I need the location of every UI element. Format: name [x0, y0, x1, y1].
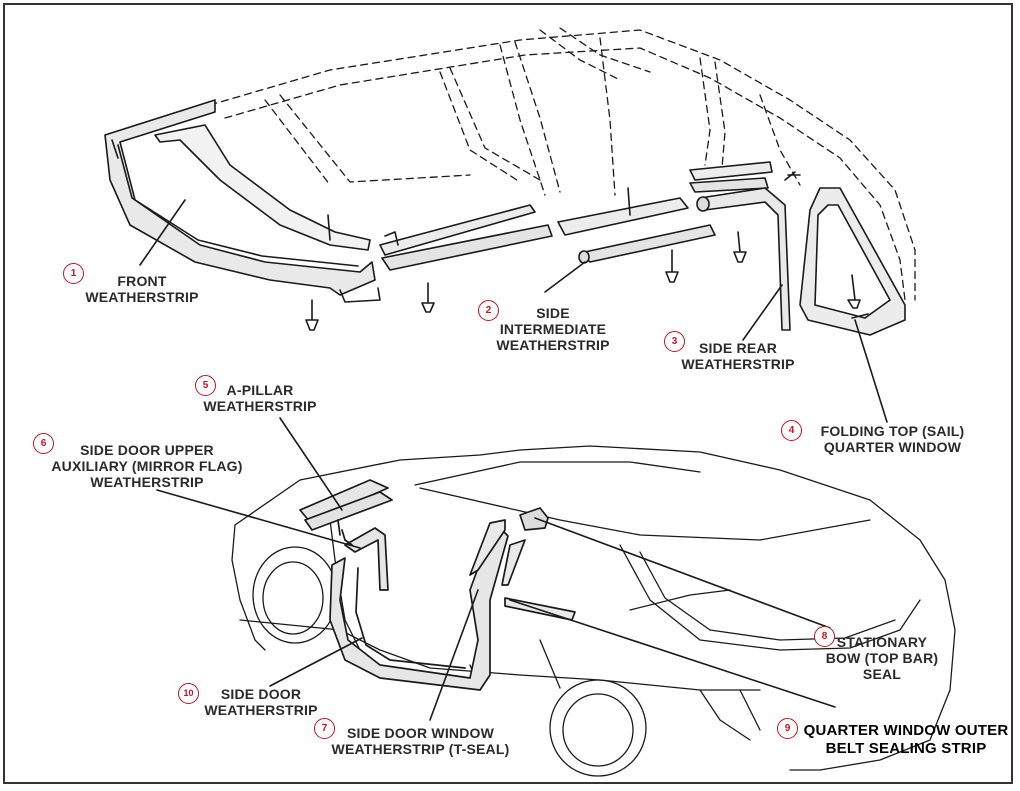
leader-6 — [156, 489, 361, 549]
leader-9 — [509, 599, 836, 708]
callout-6-line-3: WEATHERSTRIP — [90, 474, 204, 490]
leader-4 — [854, 319, 888, 423]
callout-1-line-1: FRONT — [117, 273, 167, 289]
leader-lines — [139, 199, 888, 721]
callout-label-1: FRONT WEATHERSTRIP — [72, 273, 212, 305]
callout-label-5: A-PILLAR WEATHERSTRIP — [200, 382, 320, 414]
leader-1 — [139, 199, 186, 266]
callout-5-line-1: A-PILLAR — [226, 382, 294, 398]
leader-7 — [429, 589, 479, 721]
callout-2-line-2: INTERMEDIATE — [499, 321, 607, 337]
leader-10 — [269, 637, 363, 687]
callout-badge-4: 4 — [781, 420, 802, 441]
callout-badge-9: 9 — [777, 718, 798, 739]
callout-10-line-2: WEATHERSTRIP — [204, 702, 318, 718]
callout-badge-2: 2 — [478, 300, 499, 321]
callout-label-9: QUARTER WINDOW OUTER BELT SEALING STRIP — [802, 722, 1010, 758]
callout-7-line-2: WEATHERSTRIP (T-SEAL) — [331, 741, 510, 757]
callout-6-line-2: AUXILIARY (MIRROR FLAG) — [51, 458, 243, 474]
callout-8-line-2: BOW (TOP BAR) — [825, 650, 939, 666]
callout-badge-10: 10 — [178, 683, 199, 704]
callout-5-line-2: WEATHERSTRIP — [203, 398, 317, 414]
callout-label-10: SIDE DOOR WEATHERSTRIP — [196, 686, 326, 718]
leader-2 — [544, 261, 586, 293]
callout-6-line-1: SIDE DOOR UPPER — [80, 442, 214, 458]
folding-top-frame-outline — [209, 27, 916, 301]
callout-badge-5: 5 — [195, 375, 216, 396]
leader-5 — [279, 417, 343, 511]
callout-badge-7: 7 — [314, 718, 335, 739]
callout-4-line-2: QUARTER WINDOW — [823, 439, 962, 455]
callout-badge-1: 1 — [63, 263, 84, 284]
side-intermediate-weatherstrip-part — [379, 187, 716, 313]
callout-label-4: FOLDING TOP (SAIL) QUARTER WINDOW — [805, 423, 980, 455]
folding-top-quarter-window-part — [799, 187, 906, 336]
leader-8 — [534, 517, 831, 629]
callout-3-line-2: WEATHERSTRIP — [681, 356, 795, 372]
callout-label-7: SIDE DOOR WINDOW WEATHERSTRIP (T-SEAL) — [328, 725, 513, 757]
callout-9-line-2: BELT SEALING STRIP — [825, 740, 987, 757]
callout-4-line-1: FOLDING TOP (SAIL) — [820, 423, 965, 439]
callout-label-3: SIDE REAR WEATHERSTRIP — [668, 340, 808, 372]
side-rear-weatherstrip-part — [689, 161, 801, 331]
callout-label-8: STATIONARY BOW (TOP BAR) SEAL — [822, 634, 942, 682]
diagram-frame — [3, 3, 1013, 784]
callout-badge-8: 8 — [814, 626, 835, 647]
callout-8-line-3: SEAL — [862, 666, 902, 682]
callout-badge-6: 6 — [33, 433, 54, 454]
callout-9-line-1: QUARTER WINDOW OUTER — [803, 722, 1009, 739]
callout-8-line-1: STATIONARY — [836, 634, 928, 650]
callout-label-6: SIDE DOOR UPPER AUXILIARY (MIRROR FLAG) … — [42, 442, 252, 490]
callout-3-line-1: SIDE REAR — [698, 340, 778, 356]
callout-2-line-1: SIDE — [536, 305, 570, 321]
callout-badge-3: 3 — [664, 331, 685, 352]
callout-1-line-2: WEATHERSTRIP — [85, 289, 199, 305]
callout-10-line-1: SIDE DOOR — [220, 686, 302, 702]
callout-7-line-1: SIDE DOOR WINDOW — [346, 725, 495, 741]
front-weatherstrip-part — [104, 99, 381, 331]
callout-2-line-3: WEATHERSTRIP — [496, 337, 610, 353]
leader-3 — [742, 284, 783, 341]
door-weatherstrip-parts — [299, 479, 576, 691]
callout-label-2: SIDE INTERMEDIATE WEATHERSTRIP — [483, 305, 623, 353]
